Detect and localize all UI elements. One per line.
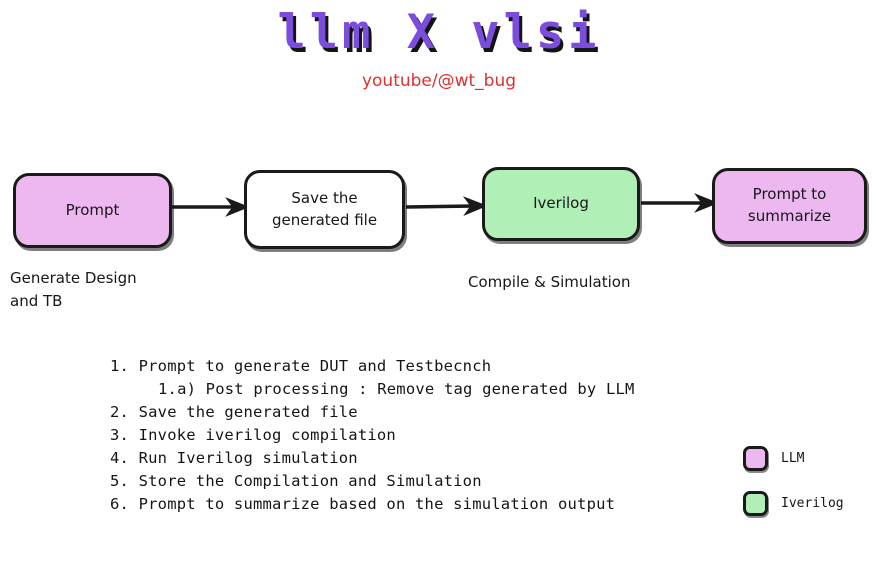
legend: LLM Iverilog — [743, 446, 844, 536]
legend-swatch-llm — [743, 446, 768, 471]
flow-node-prompt-to-summarize-label: Prompt to summarize — [747, 185, 832, 225]
legend-item-iverilog: Iverilog — [743, 491, 844, 516]
step-item: 1.a) Post processing : Remove tag genera… — [158, 380, 635, 398]
title-block: llm X vlsi youtube/@wt_bug — [0, 5, 878, 92]
legend-swatch-iverilog — [743, 491, 768, 516]
step-item: 5. Store the Compilation and Simulation — [110, 472, 482, 490]
step-item: 2. Save the generated file — [110, 403, 358, 421]
legend-label-iverilog: Iverilog — [781, 496, 844, 511]
flow-node-save-file-label: Save the generated file — [271, 188, 378, 229]
legend-item-llm: LLM — [743, 446, 844, 471]
arrow-save-to-iverilog — [405, 196, 488, 217]
legend-label-llm: LLM — [781, 451, 805, 466]
step-item: 4. Run Iverilog simulation — [110, 449, 358, 467]
page-title: llm X vlsi — [277, 5, 601, 60]
step-item: 1. Prompt to generate DUT and Testbecnch — [110, 357, 492, 375]
flow-node-prompt-to-summarize[interactable]: Prompt to summarize — [712, 168, 867, 244]
flow-node-iverilog-label: Iverilog — [533, 194, 589, 213]
caption-generate-design: Generate Design and TB — [10, 269, 137, 310]
subtitle-channel: youtube/@wt_bug — [361, 71, 517, 92]
steps-list: 1. Prompt to generate DUT and Testbecnch… — [110, 355, 635, 516]
caption-compile-simulation: Compile & Simulation — [468, 273, 631, 291]
flow-node-iverilog[interactable]: Iverilog — [482, 167, 640, 241]
step-item: 3. Invoke iverilog compilation — [110, 426, 396, 444]
step-item: 6. Prompt to summarize based on the simu… — [110, 495, 616, 513]
flow-node-prompt-label: Prompt — [65, 200, 120, 219]
flow-node-save-file[interactable]: Save the generated file — [244, 170, 405, 249]
flow-node-prompt[interactable]: Prompt — [13, 173, 172, 248]
